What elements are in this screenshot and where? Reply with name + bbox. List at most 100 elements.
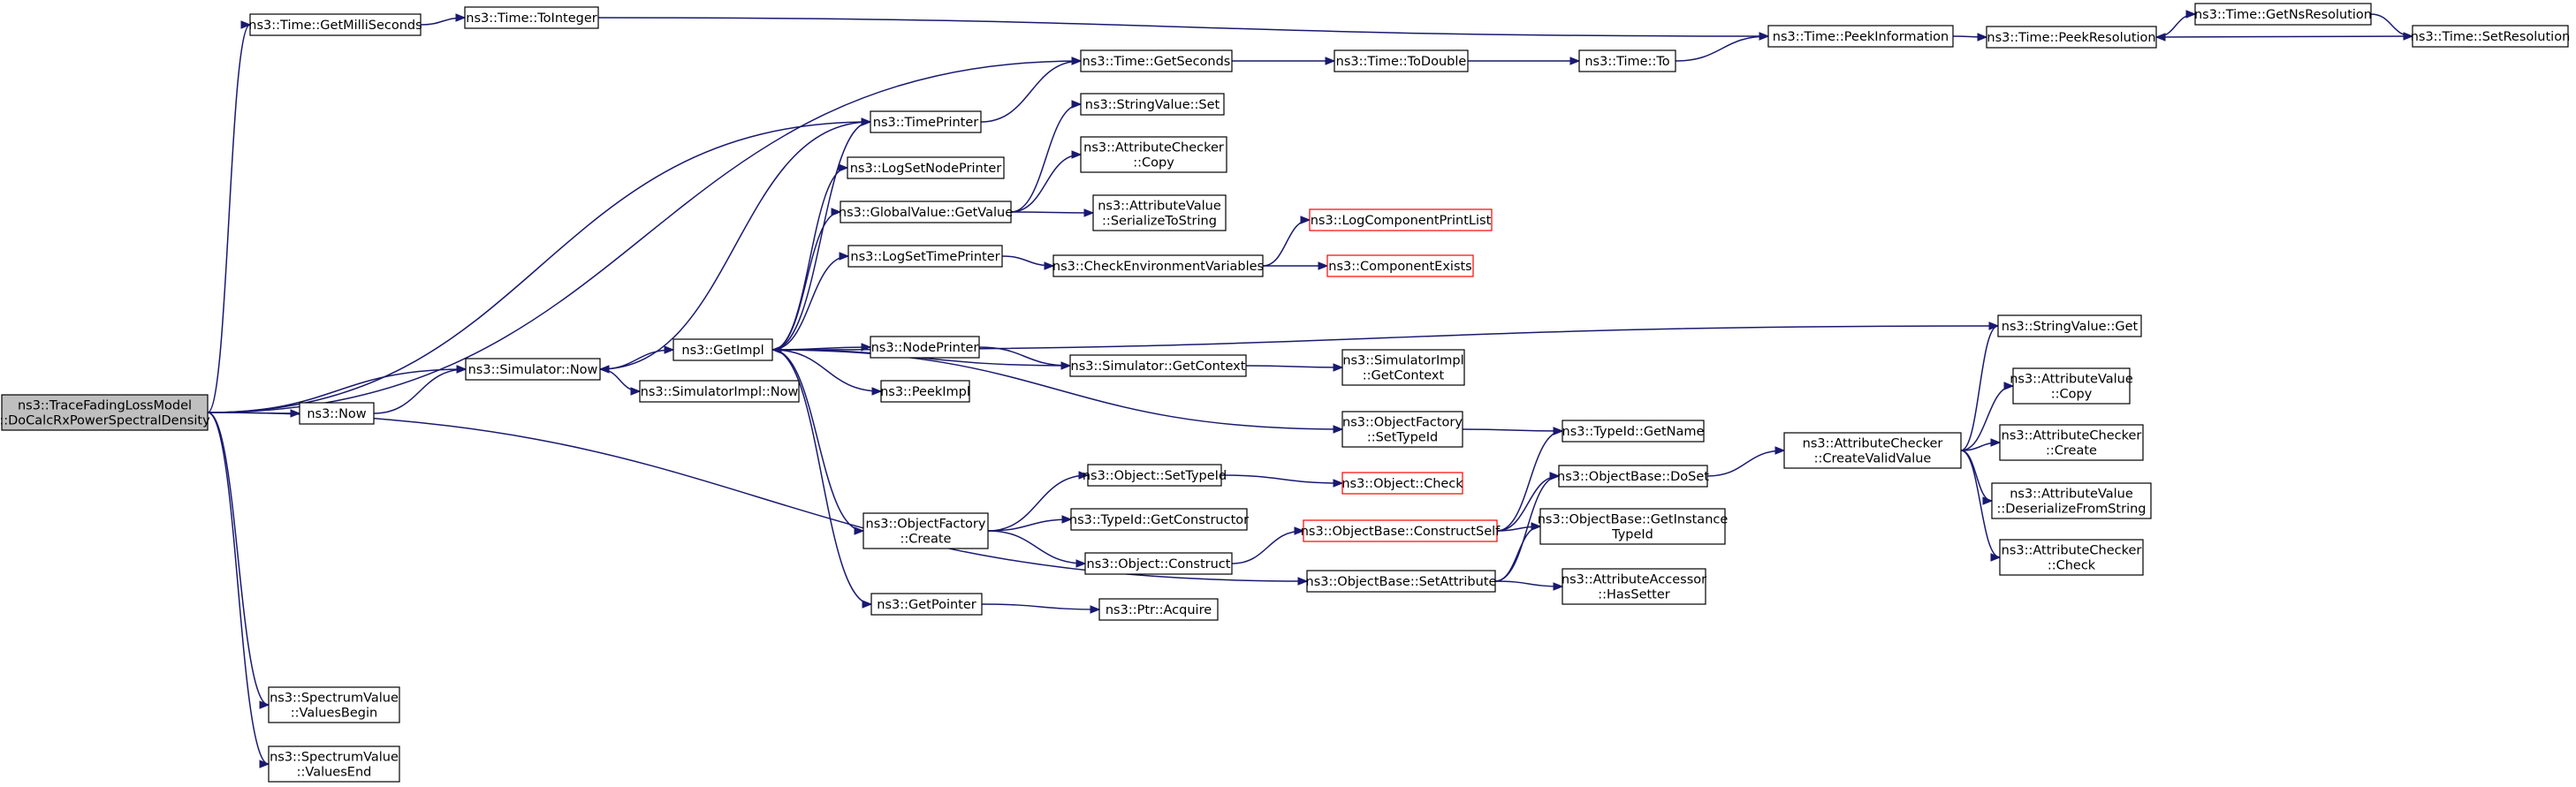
node-ofcreate[interactable]: ns3::ObjectFactory::Create xyxy=(862,512,989,549)
node-typeidgetname[interactable]: ns3::TypeId::GetName xyxy=(1562,420,1705,443)
node-nodeprinter[interactable]: ns3::NodePrinter xyxy=(870,336,980,359)
node-attrvaldeser[interactable]: ns3::AttributeValue::DeserializeFromStri… xyxy=(1991,482,2152,519)
node-label: ::DeserializeFromString xyxy=(1997,503,2147,517)
node-attrvalser[interactable]: ns3::AttributeValue::SerializeToString xyxy=(1092,194,1227,231)
node-getnsres[interactable]: ns3::Time::GetNsResolution xyxy=(2194,3,2372,26)
call-edge-getimpl-globalget xyxy=(771,208,842,351)
call-edge-checkenv-logcompprint xyxy=(1262,216,1311,267)
node-ofsettypeid[interactable]: ns3::ObjectFactory::SetTypeId xyxy=(1341,411,1463,448)
node-peekimpl[interactable]: ns3::PeekImpl xyxy=(880,380,970,403)
node-obdoset[interactable]: ns3::ObjectBase::DoSet xyxy=(1557,465,1709,488)
node-label: ns3::Time::PeekResolution xyxy=(1987,31,2155,45)
node-now[interactable]: ns3::Now xyxy=(299,402,375,425)
node-root[interactable]: ns3::TraceFadingLossModel::DoCalcRxPower… xyxy=(0,394,210,431)
node-lognodeprinter[interactable]: ns3::LogSetNodePrinter xyxy=(847,156,1005,179)
node-obconstructself[interactable]: ns3::ObjectBase::ConstructSelf xyxy=(1301,519,1501,542)
node-label: ns3::SpectrumValue xyxy=(270,751,399,765)
call-edge-logtimeprinter-checkenv xyxy=(1001,255,1055,270)
node-getmilli[interactable]: ns3::Time::GetMilliSeconds xyxy=(248,13,422,36)
node-label: ns3::Now xyxy=(307,407,366,421)
node-label: ns3::AttributeAccessor xyxy=(1562,573,1706,587)
call-edge-getimpl-ofsettypeid xyxy=(771,349,1344,434)
node-label: TypeId xyxy=(1611,528,1653,542)
node-strvalget[interactable]: ns3::StringValue::Get xyxy=(1997,314,2142,337)
node-logtimeprinter[interactable]: ns3::LogSetTimePrinter xyxy=(847,245,1003,268)
node-simimplnow[interactable]: ns3::SimulatorImpl::Now xyxy=(639,380,800,403)
node-attrcheckcheck[interactable]: ns3::AttributeChecker::Check xyxy=(1999,539,2144,576)
call-edge-simnow-simimplnow xyxy=(599,368,642,396)
node-tointeger[interactable]: ns3::Time::ToInteger xyxy=(464,6,599,29)
node-simnow[interactable]: ns3::Simulator::Now xyxy=(465,358,601,381)
node-attracchassetter[interactable]: ns3::AttributeAccessor::HasSetter xyxy=(1562,568,1706,605)
node-label: ns3::Ptr::Acquire xyxy=(1106,603,1212,617)
node-attrcheckcopy[interactable]: ns3::AttributeChecker::Copy xyxy=(1080,136,1227,173)
node-setres[interactable]: ns3::Time::SetResolution xyxy=(2411,25,2571,48)
call-edge-root-svbegin xyxy=(207,412,270,709)
node-globalget[interactable]: ns3::GlobalValue::GetValue xyxy=(839,201,1013,223)
node-peekinfo[interactable]: ns3::Time::PeekInformation xyxy=(1767,25,1954,48)
node-label: ::Create xyxy=(2046,444,2097,458)
node-getpointer[interactable]: ns3::GetPointer xyxy=(870,593,983,616)
node-compexists[interactable]: ns3::ComponentExists xyxy=(1326,254,1474,277)
node-label: ns3::ComponentExists xyxy=(1328,260,1472,274)
node-typeidgetctor[interactable]: ns3::TypeId::GetConstructor xyxy=(1069,508,1249,531)
call-edge-attrcheckcreatevalid-strvalget xyxy=(1960,322,2000,451)
node-attrvalcopy[interactable]: ns3::AttributeValue::Copy xyxy=(2010,367,2133,405)
node-label: ns3::TraceFadingLossModel xyxy=(18,399,192,413)
node-label: ns3::AttributeChecker xyxy=(1803,437,1943,451)
node-label: ::SerializeToString xyxy=(1102,215,1217,229)
call-edge-attrcheckcreatevalid-attrcheckcreate xyxy=(1960,438,2002,451)
node-label: ns3::Object::SetTypeId xyxy=(1083,469,1227,483)
node-label: ::Check xyxy=(2048,559,2096,573)
call-edge-peekinfo-peekres xyxy=(1952,33,1988,42)
node-label: ns3::ObjectBase::GetInstance xyxy=(1538,513,1729,527)
call-edge-getimpl-timeprinter xyxy=(771,117,872,351)
node-peekres[interactable]: ns3::Time::PeekResolution xyxy=(1986,26,2157,49)
node-simgetctx[interactable]: ns3::Simulator::GetContext xyxy=(1069,354,1247,377)
node-label: ::GetContext xyxy=(1363,369,1445,383)
node-label: ns3::Time::GetMilliSeconds xyxy=(248,19,422,33)
node-objcheck[interactable]: ns3::Object::Check xyxy=(1341,472,1463,495)
call-edge-ofcreate-objconstruct xyxy=(987,530,1087,568)
node-label: ns3::StringValue::Set xyxy=(1085,98,1220,112)
call-edge-ofsettypeid-typeidgetname xyxy=(1462,427,1564,435)
node-label: ns3::AttributeChecker xyxy=(2002,544,2142,558)
node-todouble[interactable]: ns3::Time::ToDouble xyxy=(1334,49,1469,72)
node-objsettypeid[interactable]: ns3::Object::SetTypeId xyxy=(1083,464,1227,487)
node-getimpl[interactable]: ns3::GetImpl xyxy=(672,338,773,361)
node-label: ns3::GetPointer xyxy=(877,598,976,612)
call-edge-getpointer-ptracquire xyxy=(981,603,1101,614)
node-objconstruct[interactable]: ns3::Object::Construct xyxy=(1084,552,1233,575)
node-label: ns3::AttributeValue xyxy=(2010,373,2133,387)
node-logcompprint[interactable]: ns3::LogComponentPrintList xyxy=(1309,208,1493,231)
node-attrcheckcreatevalid[interactable]: ns3::AttributeChecker::CreateValidValue xyxy=(1783,432,1962,469)
node-svend[interactable]: ns3::SpectrumValue::ValuesEnd xyxy=(268,745,400,783)
node-checkenv[interactable]: ns3::CheckEnvironmentVariables xyxy=(1052,254,1264,277)
node-ptracquire[interactable]: ns3::Ptr::Acquire xyxy=(1098,598,1219,621)
node-attrcheckcreate[interactable]: ns3::AttributeChecker::Create xyxy=(1999,424,2144,461)
call-edge-root-svend xyxy=(207,412,270,768)
node-label: ns3::Object::Construct xyxy=(1087,557,1231,571)
call-edge-simnow-getimpl xyxy=(599,345,675,370)
node-svbegin[interactable]: ns3::SpectrumValue::ValuesBegin xyxy=(268,686,400,723)
call-edge-attrcheckcreatevalid-attrvalcopy xyxy=(1960,382,2015,451)
node-timeprinter[interactable]: ns3::TimePrinter xyxy=(870,110,982,133)
call-edge-peekres-getnsres xyxy=(2155,10,2197,38)
node-label: ::CreateValidValue xyxy=(1814,452,1932,466)
node-timeto[interactable]: ns3::Time::To xyxy=(1578,49,1676,72)
node-label: ns3::Time::GetSeconds xyxy=(1083,55,1231,69)
node-label: ns3::Simulator::GetContext xyxy=(1071,359,1246,374)
node-simimplgetctx[interactable]: ns3::SimulatorImpl::GetContext xyxy=(1341,349,1465,386)
call-edge-checkenv-compexists xyxy=(1262,261,1329,270)
node-strvalset[interactable]: ns3::StringValue::Set xyxy=(1080,93,1225,116)
call-edge-attrcheckcreatevalid-attrvaldeser xyxy=(1960,450,1994,505)
node-label: ns3::LogComponentPrintList xyxy=(1311,214,1492,228)
call-edge-ofcreate-objsettypeid xyxy=(987,471,1090,532)
node-obsetattr[interactable]: ns3::ObjectBase::SetAttribute xyxy=(1306,570,1497,593)
call-edge-now-simnow xyxy=(373,365,467,414)
node-getseconds[interactable]: ns3::Time::GetSeconds xyxy=(1080,49,1233,72)
call-edge-objsettypeid-objcheck xyxy=(1220,474,1344,488)
call-edge-todouble-timeto xyxy=(1468,57,1581,65)
